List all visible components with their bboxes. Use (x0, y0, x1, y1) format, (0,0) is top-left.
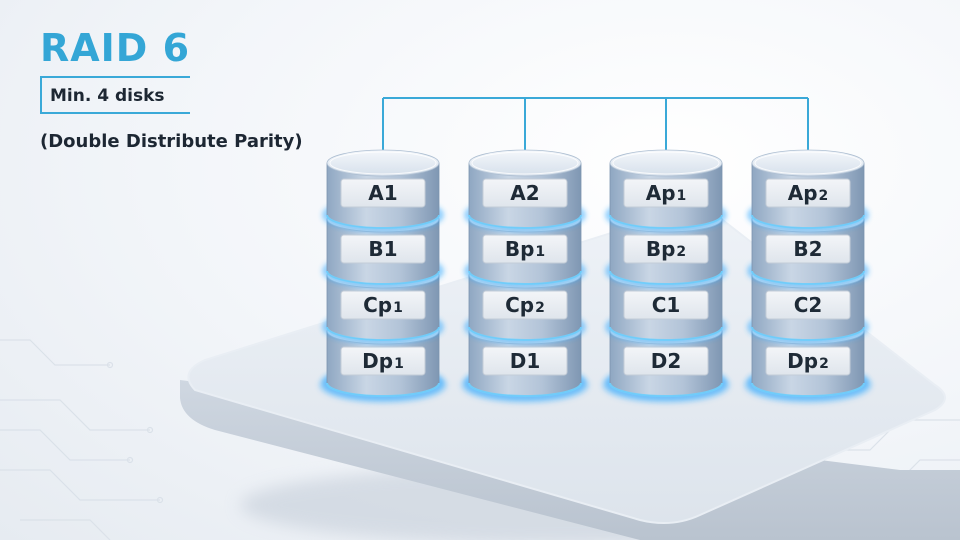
page-title: RAID 6 (40, 26, 191, 70)
block-label: Ap1 (646, 181, 687, 205)
block-label-plate (482, 290, 568, 320)
block-label: Dp2 (787, 349, 829, 373)
block-label-main: D1 (510, 349, 541, 373)
parity-note: (Double Distribute Parity) (40, 131, 303, 152)
block-label-sub: 1 (535, 244, 545, 260)
block-label-sub: 2 (535, 300, 545, 316)
block-label: B1 (368, 237, 397, 261)
block-label: C1 (652, 293, 681, 317)
connector-lines (382, 97, 809, 158)
block-label: A1 (368, 181, 397, 205)
min-disks-label: Min. 4 disks (50, 86, 165, 106)
block-label-main: B2 (793, 237, 822, 261)
block-label-main: B1 (368, 237, 397, 261)
block-label-plate (765, 178, 851, 208)
block-label-sub: 2 (819, 356, 829, 372)
block-label-main: Dp (787, 349, 818, 373)
block-label: Dp1 (362, 349, 404, 373)
block-label-main: Ap (788, 181, 818, 205)
disk-segment: Ap1 (606, 149, 726, 231)
block-label-sub: 1 (394, 356, 404, 372)
block-label: Bp2 (646, 237, 686, 261)
block-label-plate (482, 178, 568, 208)
disk-stack-3: D2 C1 Bp2 Ap1 (602, 149, 730, 403)
block-label: D2 (651, 349, 682, 373)
block-label: Cp1 (363, 293, 403, 317)
block-label-plate (765, 346, 851, 376)
block-label-main: Cp (363, 293, 392, 317)
disk-segment: Ap2 (748, 149, 868, 231)
block-label-main: Cp (505, 293, 534, 317)
disk-segment: A2 (465, 149, 585, 231)
block-label-main: Ap (646, 181, 676, 205)
block-label-plate (765, 234, 851, 264)
block-label: A2 (510, 181, 539, 205)
block-label-plate (623, 346, 709, 376)
disk-segment: A1 (323, 149, 443, 231)
block-label: Ap2 (788, 181, 829, 205)
block-label-main: C2 (794, 293, 823, 317)
block-label: Bp1 (505, 237, 545, 261)
block-label-sub: 2 (819, 188, 829, 204)
subtitle-bracket (40, 76, 190, 114)
block-label-main: A2 (510, 181, 539, 205)
block-label-sub: 1 (393, 300, 403, 316)
block-label-plate (623, 290, 709, 320)
block-label-main: D2 (651, 349, 682, 373)
block-label-sub: 1 (677, 188, 687, 204)
disk-stack-2: D1 Cp2 Bp1 A2 (461, 149, 589, 403)
block-label-plate (340, 178, 426, 208)
block-label: Cp2 (505, 293, 545, 317)
block-label-plate (623, 178, 709, 208)
block-label-main: Bp (646, 237, 676, 261)
block-label-plate (765, 290, 851, 320)
block-label-main: C1 (652, 293, 681, 317)
block-label: B2 (793, 237, 822, 261)
block-label-main: A1 (368, 181, 397, 205)
block-label: C2 (794, 293, 823, 317)
block-label-main: Dp (362, 349, 393, 373)
block-label-plate (623, 234, 709, 264)
block-label-plate (340, 290, 426, 320)
block-label-plate (340, 346, 426, 376)
block-label-plate (482, 234, 568, 264)
block-label-main: Bp (505, 237, 535, 261)
block-label-plate (340, 234, 426, 264)
block-label-plate (482, 346, 568, 376)
block-label: D1 (510, 349, 541, 373)
block-label-sub: 2 (676, 244, 686, 260)
